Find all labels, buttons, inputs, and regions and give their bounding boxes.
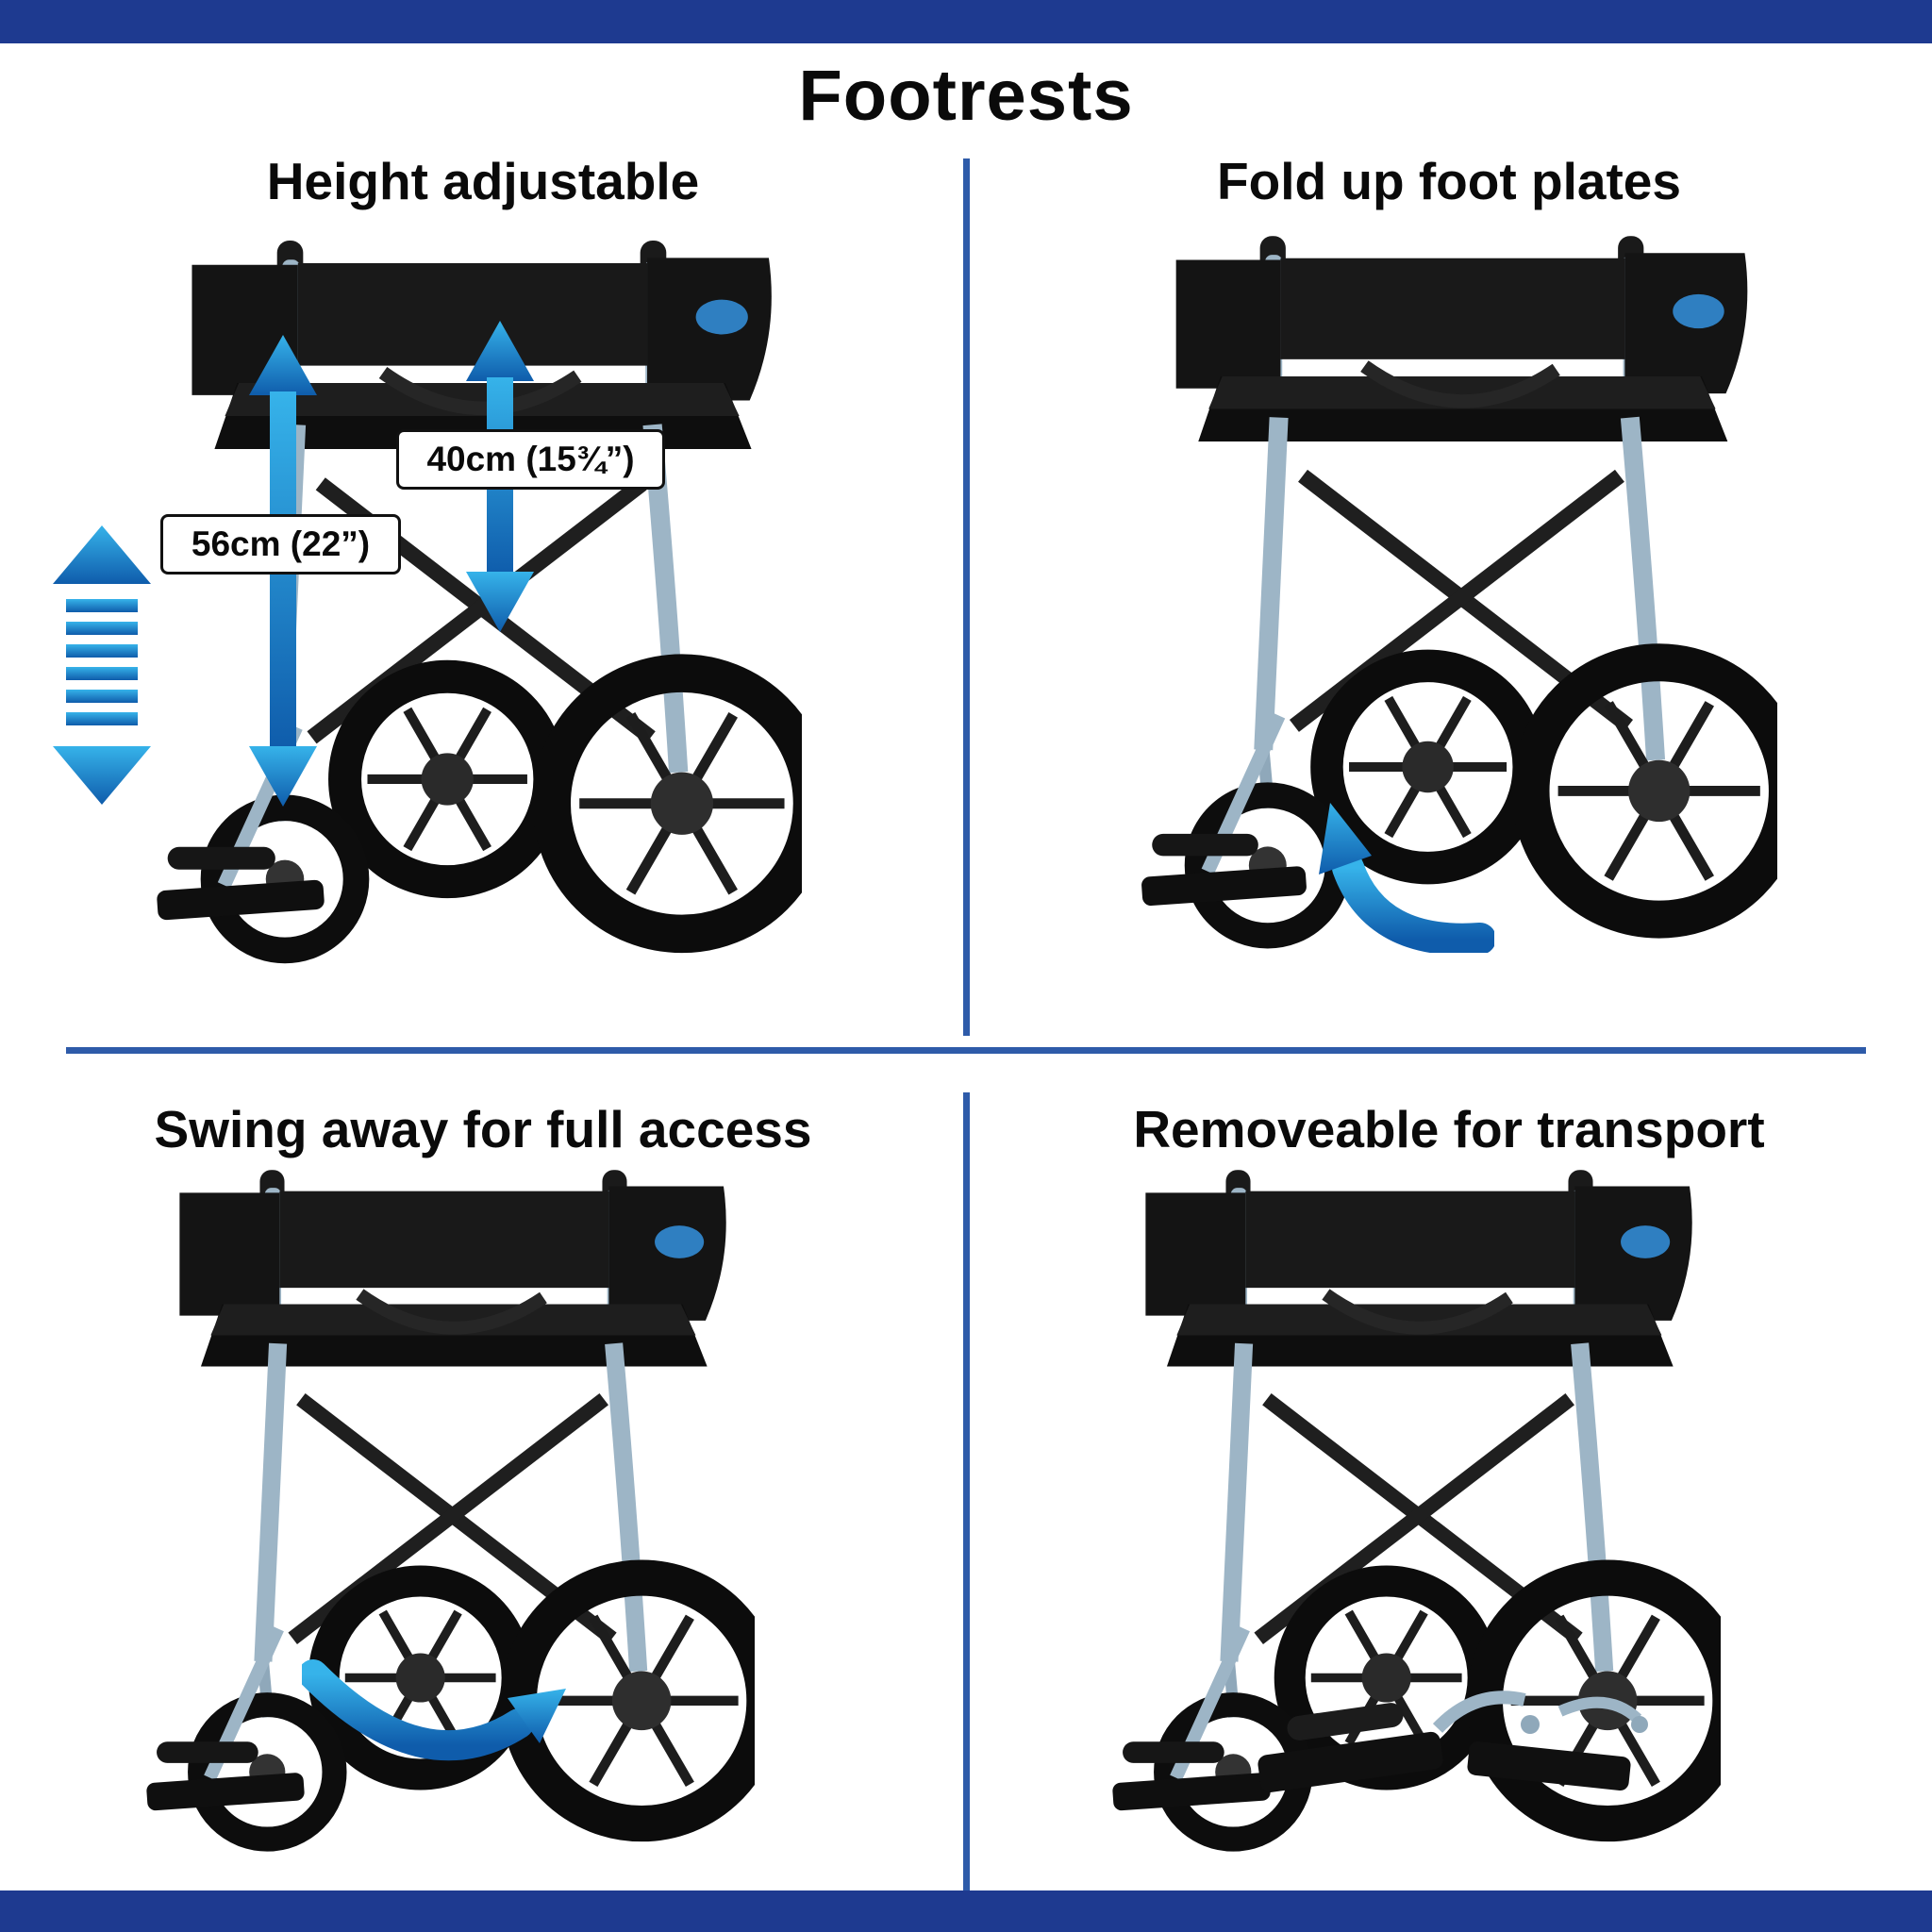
detached-footrest-parts — [1257, 1690, 1648, 1793]
panel-height-adjustable: Height adjustable 56cm (22”) — [0, 146, 966, 1042]
panel-title-height-adjustable: Height adjustable — [266, 152, 700, 210]
panel-swing-away: Swing away for full access — [0, 1085, 966, 1891]
height-range-indicator-icon — [53, 525, 151, 805]
divider-vertical-top — [963, 158, 970, 1036]
panel-title-swing-away: Swing away for full access — [154, 1100, 812, 1158]
fold-up-curved-arrow-icon — [1319, 803, 1494, 953]
divider-vertical-bottom — [963, 1092, 970, 1892]
bottom-bar — [0, 1890, 1932, 1932]
panel-removeable: Removeable for transport — [966, 1085, 1932, 1891]
panel-fold-up-foot-plates: Fold up foot plates — [966, 146, 1932, 1042]
divider-horizontal — [66, 1047, 1866, 1054]
panel-title-removeable: Removeable for transport — [1133, 1100, 1765, 1158]
panel-title-fold-up: Fold up foot plates — [1217, 152, 1681, 210]
measurement-label-40cm: 40cm (15¾”) — [396, 429, 665, 490]
top-bar — [0, 0, 1932, 43]
measurement-label-56cm: 56cm (22”) — [160, 514, 401, 575]
swing-away-curved-arrow-icon — [302, 1659, 566, 1761]
page-title: Footrests — [798, 56, 1134, 136]
